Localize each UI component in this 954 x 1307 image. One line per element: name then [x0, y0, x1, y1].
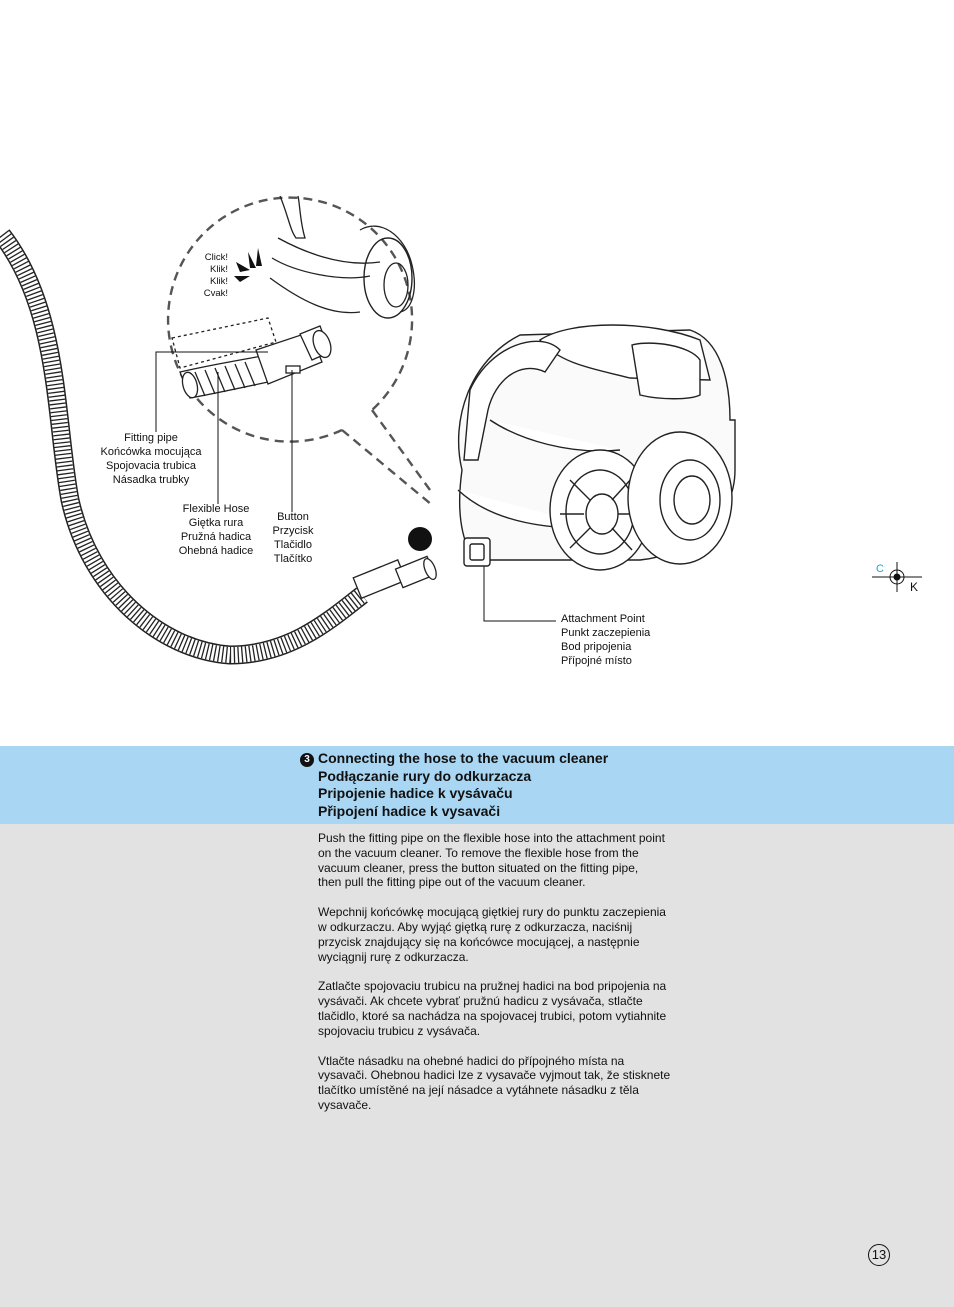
button-cz: Tlačítko — [273, 553, 313, 565]
fitting-pipe-en: Fitting pipe — [124, 432, 178, 444]
registration-c-label: C — [876, 563, 884, 575]
attachment-point-en: Attachment Point — [561, 613, 645, 625]
section-title-band: 3 Connecting the hose to the vacuum clea… — [0, 746, 954, 824]
click-label-en: Click! — [204, 252, 228, 263]
step-number-badge: 3 — [300, 753, 314, 767]
button-en: Button — [277, 511, 309, 523]
fitting-pipe-label: Fitting pipe Końcówka mocująca Spojovaci… — [96, 431, 206, 487]
step-dot — [408, 527, 432, 551]
flexible-hose-label: Flexible Hose Giętka rura Pružná hadica … — [172, 502, 260, 558]
section-title-en: Connecting the hose to the vacuum cleane… — [318, 750, 609, 766]
instructions-text: Push the fitting pipe on the flexible ho… — [318, 831, 698, 1128]
fitting-pipe-pl: Końcówka mocująca — [100, 446, 202, 458]
flexible-hose-drawing — [0, 229, 437, 665]
flexible-hose-sk: Pružná hadica — [180, 531, 252, 543]
click-label-cz: Cvak! — [203, 288, 228, 299]
click-marks-icon — [234, 248, 262, 282]
attachment-point-cz: Přípojné místo — [561, 655, 632, 667]
click-sound-labels: Click! Klik! Klik! Cvak! — [186, 252, 228, 300]
attachment-point-pl: Punkt zaczepienia — [561, 627, 651, 639]
vacuum-cleaner-drawing — [457, 324, 736, 571]
detail-zoom-circle — [166, 196, 433, 506]
section-title-sk: Pripojenie hadice k vysávaču — [318, 785, 513, 801]
section-title-cz: Připojení hadice k vysavači — [318, 802, 501, 819]
detail-vacuum-socket — [269, 195, 415, 319]
instruction-cz: Vtlačte násadku na ohebné hadici do příp… — [318, 1053, 671, 1112]
attachment-point-sk: Bod pripojenia — [561, 641, 632, 653]
flexible-hose-cz: Ohebná hadice — [178, 545, 254, 557]
button-label: Button Przycisk Tlačidlo Tlačítko — [266, 510, 320, 566]
flexible-hose-pl: Giętka rura — [188, 517, 244, 529]
instructions-panel: Push the fitting pipe on the flexible ho… — [0, 824, 954, 1307]
instruction-sk: Zatlačte spojovaciu trubicu na pružnej h… — [318, 979, 667, 1038]
fitting-pipe-cz: Násadka trubky — [112, 474, 190, 486]
click-label-sk: Klik! — [210, 276, 228, 287]
vacuum-hose-illustration — [0, 195, 922, 665]
registration-k-label: K — [910, 580, 919, 594]
flexible-hose-en: Flexible Hose — [182, 503, 250, 515]
attachment-point-label: Attachment Point Punkt zaczepienia Bod p… — [561, 612, 650, 668]
button-sk: Tlačidlo — [274, 539, 312, 551]
page-number: 13 — [868, 1244, 890, 1266]
instruction-en: Push the fitting pipe on the flexible ho… — [318, 831, 665, 890]
detail-hose-fitting — [171, 317, 332, 399]
instruction-pl: Wepchnij końcówkę mocującą giętkiej rury… — [318, 905, 666, 964]
registration-mark-icon — [872, 562, 922, 592]
button-pl: Przycisk — [272, 525, 314, 537]
fitting-pipe-sk: Spojovacia trubica — [106, 460, 196, 472]
section-titles: Connecting the hose to the vacuum cleane… — [318, 750, 608, 820]
section-title-pl: Podłączanie rury do odkurzacza — [318, 767, 532, 784]
click-label-pl: Klik! — [210, 264, 228, 275]
